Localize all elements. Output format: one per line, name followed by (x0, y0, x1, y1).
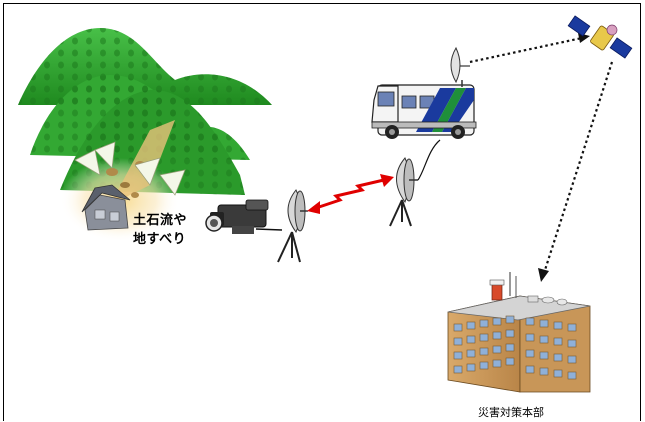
parabolic-antenna-icon (277, 189, 308, 263)
satellite-downlink-line (538, 61, 614, 282)
house-icon (81, 184, 131, 231)
parabolic-antenna-icon (389, 139, 441, 227)
mountain-icon (18, 28, 272, 195)
relay-vehicle-icon (371, 46, 477, 139)
wireless-link-arrow (307, 174, 394, 214)
satellite-uplink-line (469, 33, 590, 64)
headquarters-label: 災害対策本部 (478, 406, 544, 419)
video-camera-icon (205, 199, 283, 234)
landslide-label-line1: 土石流や (133, 213, 188, 228)
diagram-frame (3, 3, 641, 421)
satellite-icon (567, 15, 633, 59)
landslide-label-line2: 地すべり (133, 232, 187, 247)
building-icon (447, 272, 591, 393)
